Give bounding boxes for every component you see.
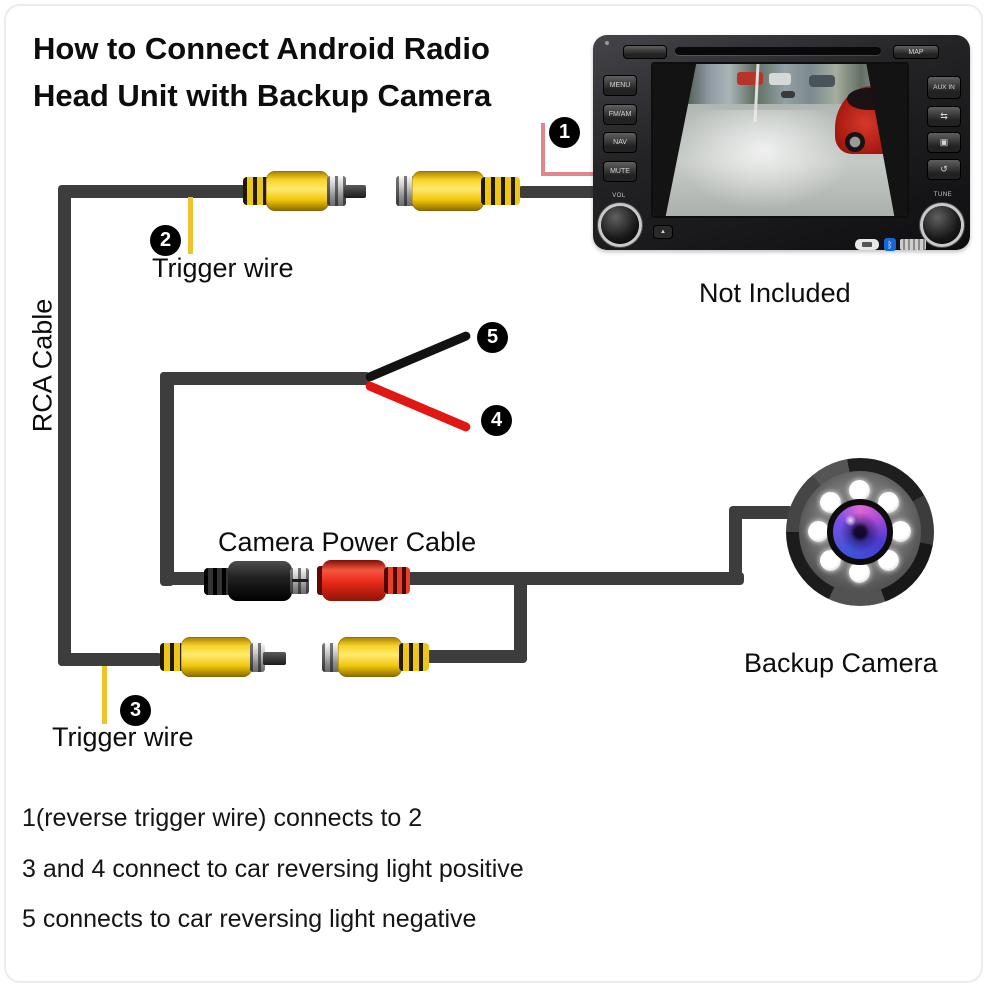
screen [651,62,909,218]
camera-lens [827,499,893,565]
pavement-reflection [673,110,853,210]
trigger-wire-top-label: Trigger wire [152,253,294,283]
title-line-2: Head Unit with Backup Camera [33,78,492,113]
led-light [890,521,911,542]
volume-knob-label: VOL [612,193,626,199]
tune-knob-label: TUNE [933,192,953,198]
rca-cable-top-segment [58,185,248,198]
rca-cable-to-head-unit-segment [518,186,596,198]
swap-icon: ⇆ [940,111,948,121]
rca-female-bottom-barrel [322,643,340,672]
swap-button: ⇆ [927,106,961,127]
trigger-wire-top [188,197,193,254]
red-car-wheel [845,132,865,152]
map-button: MAP [893,45,939,59]
image-border [4,4,983,983]
not-included-label: Not Included [699,278,851,308]
rca-male-top-body [266,171,329,211]
camera-pigtail-horizontal-segment [404,572,744,585]
power-cable-corner-segment [160,572,208,585]
rca-male-bottom-strain-relief [160,643,184,671]
cd-slot [675,47,881,55]
head-unit: MAP MENU FM/AM NAV MUTE VOL AUX IN ⇆ [593,35,970,251]
callout-5: 5 [477,322,508,353]
trigger-wire-bottom [102,666,107,724]
return-button: ↺ [927,159,961,180]
camera-power-cable-label: Camera Power Cable [218,527,477,557]
red-bus-blob [737,72,763,85]
rca-female-bottom-strain-relief [399,643,429,671]
note-line-2: 3 and 4 connect to car reversing light p… [22,855,524,883]
rca-male-top-strain-relief [243,177,270,205]
top-left-button [623,45,667,59]
note-line-1: 1(reverse trigger wire) connects to 2 [22,804,423,832]
camera-lead-horizontal-segment [729,506,793,519]
return-icon: ↺ [940,164,948,174]
rca-cable-label: RCA Cable [27,298,58,433]
rca-female-top-barrel [396,176,415,206]
rca-cable-bottom-segment [58,653,162,666]
media-badge-mark [862,242,872,247]
rca-male-bottom-pin [263,652,286,665]
media-badge [855,239,879,250]
power-cable-top-segment [160,372,370,385]
rca-male-top-pin [344,185,366,198]
power-female-body [322,560,386,601]
fm-am-button: FM/AM [603,104,637,125]
eject-icon: ▲ [660,229,666,235]
power-cable-vertical-segment [160,372,174,586]
callout-2: 2 [150,225,181,256]
menu-button: MENU [603,75,637,96]
led-light [808,521,829,542]
callout-1: 1 [549,117,580,148]
power-male-tip-slot [292,579,308,582]
phone-book-button: ▣ [927,132,961,153]
rca-female-top-strain-relief [481,177,520,205]
tune-knob [923,206,961,244]
rca-male-top-collar [327,176,346,206]
callout-4: 4 [481,405,512,436]
mute-button: MUTE [603,161,637,182]
title-line-1: How to Connect Android Radio [33,31,490,66]
power-led-dot [605,41,609,45]
rca-female-top-body [412,171,484,211]
trigger-wire-bottom-label: Trigger wire [52,722,194,752]
note-line-3: 5 connects to car reversing light negati… [22,905,477,933]
rca-female-bottom-body [338,637,402,677]
gray-car-blob [809,75,835,87]
connector-badge [900,239,926,250]
aux-in-button: AUX IN [927,76,961,99]
rca-male-bottom-collar [250,643,265,672]
callout-1-line-vertical [541,123,545,176]
power-female-strain-relief [384,567,410,594]
page-title: How to Connect Android Radio Head Unit w… [33,25,491,119]
camera-pigtail-branch-vertical [514,578,527,663]
white-van-blob [769,73,791,85]
nav-button: NAV [603,132,637,153]
led-light [849,480,870,501]
bluetooth-badge: ᛒ [884,238,896,251]
camera-pigtail-branch-horizontal [424,650,527,663]
backup-camera-label: Backup Camera [744,648,938,678]
power-male-strain-relief [204,568,231,595]
camera-lead-vertical-segment [729,512,742,585]
rca-male-bottom-body [181,637,252,677]
backup-camera [786,458,934,606]
motorbike-blob [781,91,795,98]
eject-button: ▲ [653,225,673,239]
phone-book-icon: ▣ [939,137,949,147]
callout-3: 3 [120,695,151,726]
rca-cable-left-segment [58,185,71,666]
lens-highlight [845,515,856,526]
volume-knob [601,206,639,244]
callout-1-line-horizontal [541,172,599,176]
power-male-body [228,561,292,601]
bluetooth-icon: ᛒ [887,239,893,250]
led-light [849,562,870,583]
